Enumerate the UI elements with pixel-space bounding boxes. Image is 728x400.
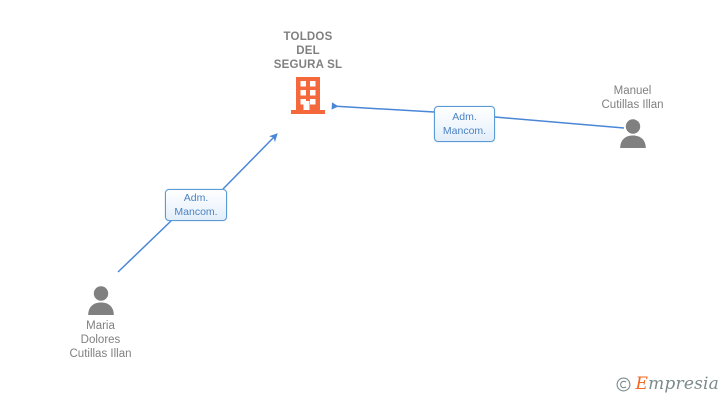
person-left-icon-wrap	[43, 285, 158, 315]
building-icon	[291, 77, 325, 114]
watermark-brand-initial: E	[635, 374, 649, 394]
company-node[interactable]: TOLDOS DEL SEGURA SL	[243, 30, 373, 115]
edge-right-segment-outer	[494, 116, 625, 129]
watermark: Empresia	[616, 374, 719, 394]
edge-right-segment-inner	[331, 102, 435, 113]
company-icon-wrap	[243, 77, 373, 115]
relation-label-left[interactable]: Adm. Mancom.	[165, 189, 227, 221]
relation-label-right[interactable]: Adm. Mancom.	[434, 106, 495, 142]
edge-left-segment-outer	[117, 220, 172, 273]
person-right-name-label: Manuel Cutillas Illan	[601, 85, 664, 111]
person-node-left[interactable]: Maria Dolores Cutillas Illan	[43, 285, 158, 361]
person-right-icon-wrap	[575, 118, 690, 148]
copyright-icon	[617, 377, 631, 391]
watermark-brand: Empresia	[635, 374, 719, 394]
person-left-name-label: Maria Dolores Cutillas Illan	[69, 320, 132, 360]
watermark-brand-rest: mpresia	[648, 374, 719, 394]
company-name-label: TOLDOS DEL SEGURA SL	[273, 31, 343, 71]
edge-left-segment-inner	[222, 133, 278, 190]
person-node-right[interactable]: Manuel Cutillas Illan	[575, 84, 690, 148]
person-icon	[619, 119, 646, 148]
person-icon	[87, 286, 114, 315]
